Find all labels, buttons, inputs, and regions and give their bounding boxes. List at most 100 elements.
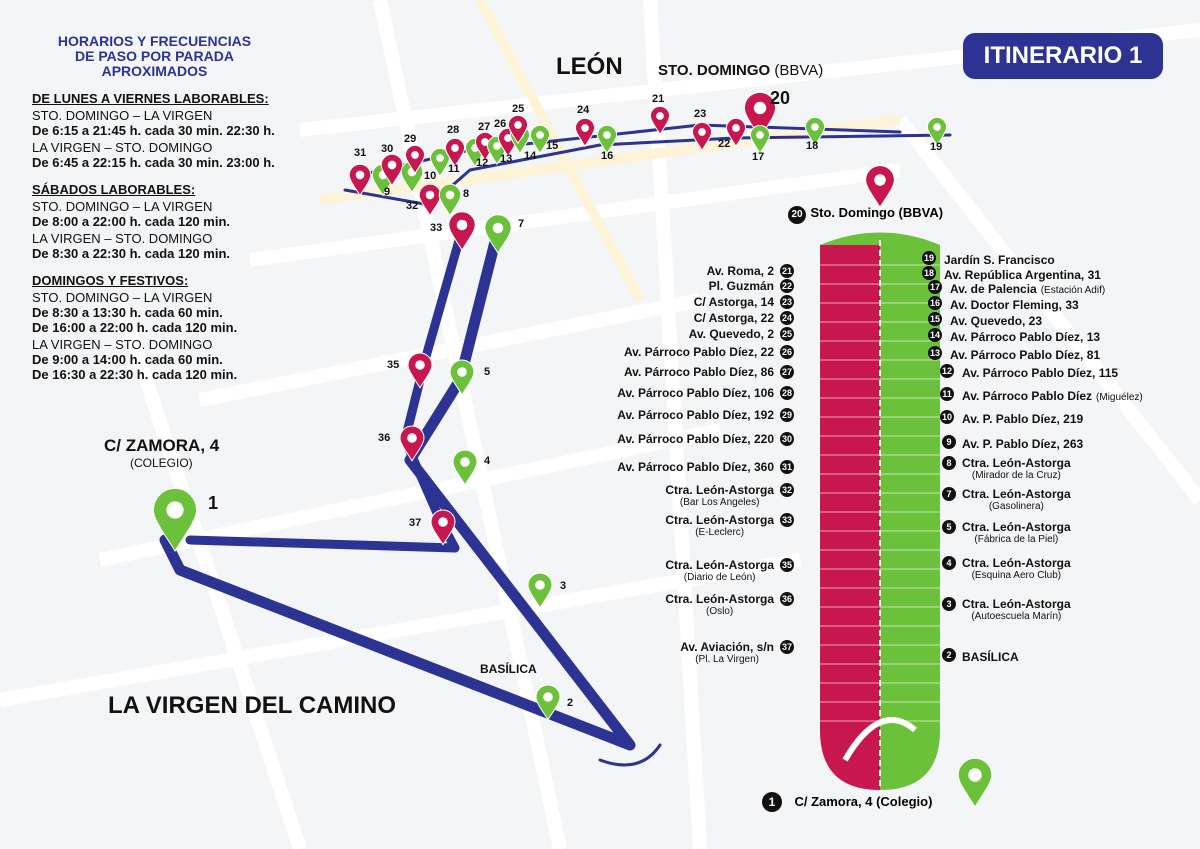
map-pin-hole	[603, 131, 611, 139]
outbound-stop: Ctra. León-Astorga(Bar Los Angeles)	[665, 483, 774, 509]
itinerary-badge: ITINERARIO 1	[963, 33, 1163, 79]
outbound-stop: Av. Párroco Pablo Díez, 360	[617, 460, 774, 474]
map-pin	[957, 757, 993, 808]
zamora-label: C/ ZAMORA, 4	[104, 436, 220, 455]
map-pin-hole	[535, 580, 545, 590]
map-stop-number: 26	[494, 118, 507, 130]
street-grid-tint	[319, 0, 901, 303]
stop-number-badge: 33	[780, 513, 794, 527]
inbound-stop: Av. P. Pablo Díez, 263	[962, 435, 1083, 453]
inbound-stop: Ctra. León-Astorga(Fábrica de la Piel)	[962, 520, 1071, 546]
map-stop-number: 19	[930, 141, 943, 153]
stop-name: Ctra. León-Astorga	[962, 597, 1071, 611]
schedule-heading-line: HORARIOS Y FRECUENCIAS	[57, 33, 252, 49]
outbound-stop: Av. Párroco Pablo Díez, 192	[617, 408, 774, 422]
schedule-time: De 16:30 a 22:30 h. cada 120 min.	[32, 367, 238, 382]
map-pin	[596, 124, 618, 155]
schedule-route: LA VIRGEN – STO. DOMINGO	[32, 140, 213, 155]
stop-name: Ctra. León-Astorga	[665, 558, 774, 572]
outbound-stop: C/ Astorga, 14	[694, 295, 774, 309]
map-pin	[529, 124, 551, 155]
schedule-route: LA VIRGEN – STO. DOMINGO	[32, 231, 213, 246]
stop-number-badge: 16	[928, 296, 942, 310]
stop-number-badge: 14	[928, 328, 942, 342]
stop-number-badge: 24	[780, 311, 794, 325]
schedule-route: STO. DOMINGO – LA VIRGEN	[32, 290, 213, 305]
map-pin-hole	[968, 768, 982, 782]
map-pin	[438, 183, 462, 217]
stop-number-badge: 10	[940, 410, 954, 424]
stop-name: Ctra. León-Astorga	[665, 513, 774, 527]
stop-number-badge: 23	[780, 295, 794, 309]
map-pin-hole	[656, 112, 664, 120]
map-stop-number: 36	[378, 432, 391, 444]
map-pin-hole	[756, 131, 764, 139]
stop-number-badge: 26	[780, 345, 794, 359]
map-pin-hole	[536, 131, 544, 139]
stop-name: Ctra. León-Astorga	[962, 456, 1071, 470]
map-pin-hole	[732, 124, 740, 132]
stop-number-badge: 2	[942, 648, 956, 662]
map-pin	[430, 509, 456, 546]
schedule-section-title: DE LUNES A VIERNES LABORABLES:	[32, 91, 269, 106]
stop-name: Av. República Argentina, 31	[944, 268, 1101, 282]
inbound-stop: Av. Párroco Pablo Díez(Miguélez)	[962, 387, 1143, 405]
u-turn-arrow	[842, 717, 917, 762]
tube-inbound-half	[880, 240, 940, 790]
stop-number-badge: 35	[780, 558, 794, 572]
map-pin	[649, 105, 671, 136]
schedule-heading-line: APROXIMADOS	[101, 63, 208, 79]
stop-sublabel: (Pl. La Virgen)	[695, 654, 759, 665]
schedule-time: De 8:30 a 13:30 h. cada 60 min.	[32, 305, 223, 320]
map-pin-hole	[451, 144, 459, 152]
map-pin	[429, 147, 451, 178]
map-pin-hole	[355, 170, 365, 180]
map-pin-hole	[581, 124, 589, 132]
stop-name: Jardín S. Francisco	[944, 253, 1055, 267]
inbound-stop: Av. Párroco Pablo Díez, 13	[950, 328, 1100, 346]
schedule-route: LA VIRGEN – STO. DOMINGO	[32, 337, 213, 352]
stop-sublabel: (Esquina Aero Club)	[971, 570, 1062, 581]
stop-number-badge: 17	[928, 280, 942, 294]
stop-name: Av. Párroco Pablo Díez	[962, 389, 1093, 403]
map-pin	[574, 117, 596, 148]
map-pin-hole	[481, 138, 489, 146]
stop-name: C/ Astorga, 22	[693, 311, 774, 325]
stop-sublabel: (Miguélez)	[1096, 392, 1143, 403]
inbound-stop: Jardín S. Francisco	[944, 251, 1055, 269]
map-stop-number: 35	[387, 359, 400, 371]
map-stop-number: 11	[448, 163, 460, 175]
map-stop-number: 18	[806, 140, 819, 152]
stop-name: Av. Párroco Pablo Díez, 360	[617, 460, 774, 474]
inbound-stop: Av. República Argentina, 31	[944, 266, 1101, 284]
stop-name: Av. Aviación, s/n	[680, 640, 774, 654]
map-stop-number: 13	[500, 153, 513, 165]
map-stop-number: 24	[577, 104, 590, 116]
diagram-bottom-label: C/ Zamora, 4 (Colegio)	[794, 794, 933, 809]
map-pin	[484, 214, 512, 255]
stop-sublabel: (Autoescuela Marín)	[971, 611, 1062, 622]
stop-diagram-tube	[820, 232, 940, 790]
stop-name: Av. de Palencia	[950, 282, 1037, 296]
city-label: LEÓN	[556, 53, 623, 80]
stop-name: Ctra. León-Astorga	[962, 520, 1071, 534]
stop-number-badge: 29	[780, 408, 794, 422]
map-pin	[527, 572, 553, 609]
diagram-top-number: 20	[788, 206, 806, 224]
map-pin-hole	[411, 151, 419, 159]
diagram-top-label: Sto. Domingo (BBVA)	[810, 205, 944, 220]
inbound-stop: Av. Párroco Pablo Díez, 81	[950, 346, 1100, 364]
schedule-time: De 9:00 a 14:00 h. cada 60 min.	[32, 352, 223, 367]
map-stop-number: 2	[567, 697, 574, 709]
stop-number-badge: 25	[780, 327, 794, 341]
stop-number-badge: 37	[780, 640, 794, 654]
outbound-stop: Av. Aviación, s/n(Pl. La Virgen)	[680, 640, 774, 666]
stop-number-badge: 31	[780, 460, 794, 474]
stop-number-badge: 15	[928, 312, 942, 326]
inbound-stop: Ctra. León-Astorga(Mirador de la Cruz)	[962, 456, 1071, 482]
stop-name: Pl. Guzmán	[708, 279, 774, 293]
stop-name: BASÍLICA	[962, 650, 1019, 664]
stop-number-badge: 4	[942, 556, 956, 570]
map-pin	[507, 114, 529, 145]
